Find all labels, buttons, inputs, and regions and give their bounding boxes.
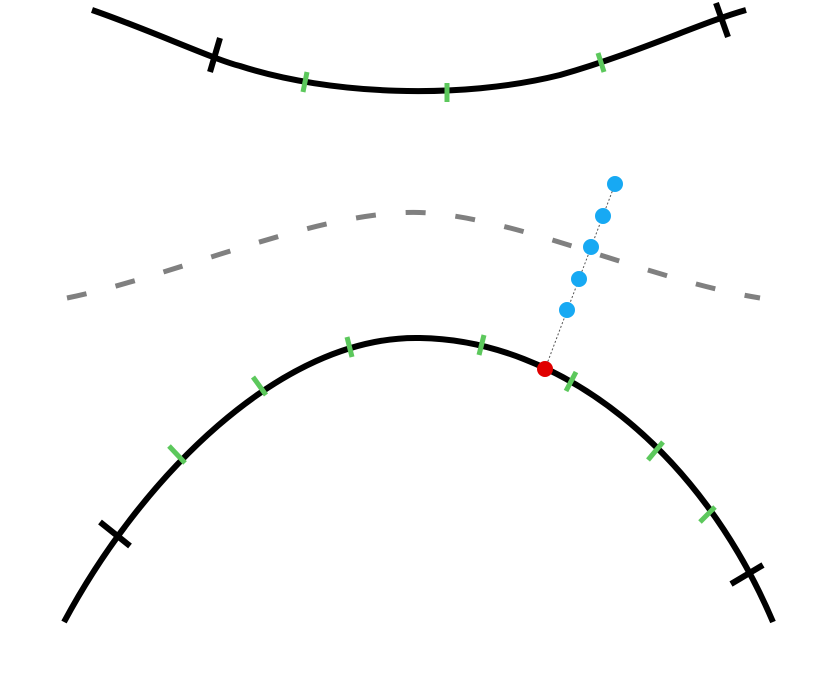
offset-point: [595, 208, 611, 224]
upper-curve-segment-tick: [595, 52, 607, 73]
lower-curve-segment-tick: [646, 440, 665, 462]
upper-curve-segment-tick: [300, 71, 310, 93]
offset-point: [571, 271, 587, 287]
lower-curve-end-tick: [729, 562, 765, 587]
lower-curve-end-tick: [98, 519, 132, 549]
sample-point: [537, 361, 553, 377]
upper-curve: [91, 7, 747, 95]
offset-point: [583, 239, 599, 255]
upper-curve-end-tick: [713, 2, 731, 38]
lower-curve-segment-tick: [250, 375, 269, 397]
lower-curve-segment-tick: [698, 505, 717, 524]
offset-point: [607, 176, 623, 192]
offset-point: [559, 302, 575, 318]
lower-curve: [61, 334, 776, 624]
lower-curve-segment-tick: [563, 370, 579, 393]
lower-curve-segment-tick: [344, 336, 355, 358]
lower-curve-segment-tick: [167, 444, 187, 465]
lower-curve-segment-tick: [476, 334, 487, 356]
upper-curve-end-tick: [207, 37, 223, 73]
middle-dashed-curve: [66, 209, 761, 301]
